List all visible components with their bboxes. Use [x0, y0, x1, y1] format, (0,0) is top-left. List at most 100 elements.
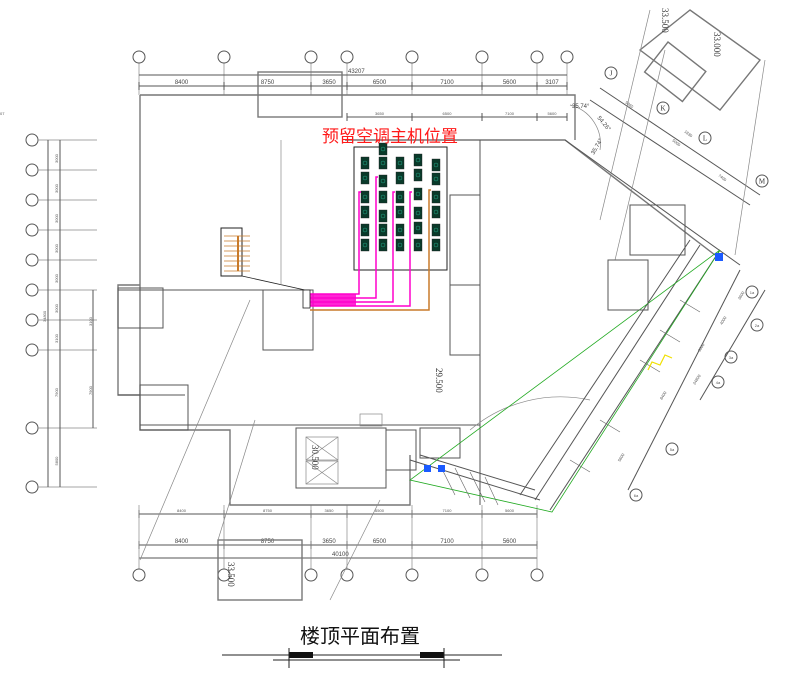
- ac-unit-fan: [415, 242, 421, 248]
- grid-axis-bubble: [25, 343, 39, 357]
- grid-axis-bubble: [698, 131, 712, 145]
- ac-unit: [395, 190, 405, 204]
- dimension-line: [599, 87, 761, 196]
- bottom-inner-dimension: 6500: [375, 508, 385, 513]
- diagonal-dimension: 7400: [717, 173, 728, 183]
- ac-unit: [360, 205, 370, 219]
- left-dimension: 3000: [54, 273, 59, 283]
- grid-axis-bubble: [656, 101, 670, 115]
- left-dimension: 5800: [54, 456, 59, 466]
- elevation-label: 33.000: [712, 32, 722, 57]
- diagonal-dimension: 1830: [683, 129, 694, 139]
- refrigerant-pipe: [310, 191, 361, 295]
- left-dimension: 3000: [54, 303, 59, 313]
- dimension-line: [627, 269, 741, 491]
- grid-axis-bubble: [25, 283, 39, 297]
- ac-unit-fan: [397, 160, 403, 166]
- ac-unit: [360, 238, 370, 252]
- grid-axis-bubble: [25, 223, 39, 237]
- ac-unit: [360, 190, 370, 204]
- ac-unit-fan: [433, 162, 439, 168]
- top-inner-dimension: 3107: [0, 111, 5, 116]
- pipe-shaft: [302, 289, 311, 309]
- ac-unit-fan: [380, 160, 386, 166]
- left-total-dimension: 34800: [42, 310, 47, 322]
- ac-unit-fan: [415, 225, 421, 231]
- grid-axis-bubble: [604, 66, 618, 80]
- grid-axis-bubble: [25, 480, 39, 494]
- bottom-dimension: 5600: [503, 539, 517, 545]
- ac-units: [360, 142, 441, 252]
- right-dimension: 5600: [617, 452, 626, 463]
- grid-axis-bubble: [25, 133, 39, 147]
- ac-unit-fan: [415, 210, 421, 216]
- grid-axis-label: M: [759, 178, 766, 186]
- grid-axis-label: 5a: [670, 447, 675, 452]
- top-total-dimension: 43207: [348, 69, 365, 75]
- ac-unit-fan: [362, 227, 368, 233]
- ac-unit: [431, 172, 441, 186]
- ac-unit-fan: [433, 194, 439, 200]
- ac-unit: [378, 156, 388, 170]
- left-dimension: 3000: [54, 243, 59, 253]
- grid-axis-bubble: [530, 568, 544, 582]
- left-dimension: 7900: [54, 387, 59, 397]
- diagonal-dimension: 5000: [671, 138, 682, 148]
- refrigerant-pipes: [302, 176, 431, 311]
- bottom-dimension: 6500: [373, 539, 387, 545]
- top-dimension: 6500: [373, 80, 387, 86]
- dimension-line: [699, 289, 766, 401]
- top-dimension: 8400: [175, 80, 189, 86]
- ac-unit: [395, 171, 405, 185]
- bottom-dimension: 3650: [322, 539, 336, 545]
- ac-unit: [378, 209, 388, 223]
- refrigerant-pipe: [310, 191, 412, 307]
- grid-axis-label: 2a: [755, 323, 760, 328]
- grid-axis-bubble: [304, 50, 318, 64]
- ac-unit: [378, 142, 388, 156]
- drawing-title: 楼顶平面布置: [300, 624, 420, 648]
- ac-unit-fan: [380, 227, 386, 233]
- ac-unit-fan: [380, 213, 386, 219]
- elevation-label: 33.500: [660, 8, 670, 33]
- ac-unit: [431, 223, 441, 237]
- ac-unit-fan: [380, 194, 386, 200]
- right-dimension: 8400: [659, 390, 668, 401]
- elevation-label: 30.500: [310, 445, 320, 470]
- left-dimension: 3000: [54, 213, 59, 223]
- bottom-inner-dimension: 5600: [505, 508, 515, 513]
- bottom-total-dimension: 40100: [332, 552, 349, 558]
- angle-label: 35.74°: [591, 137, 605, 156]
- ac-unit: [431, 205, 441, 219]
- grid-axis-bubble: [25, 313, 39, 327]
- grid-axis-label: L: [703, 135, 707, 143]
- grid-axis-bubble: [405, 568, 419, 582]
- bottom-inner-dimension: 3650: [325, 508, 335, 513]
- right-dimension: 3600: [737, 290, 746, 301]
- top-dimension: 5600: [503, 80, 517, 86]
- ac-unit: [431, 238, 441, 252]
- refrigerant-pipe: [310, 189, 431, 311]
- grid-axis-bubble: [340, 50, 354, 64]
- ac-unit-fan: [362, 194, 368, 200]
- top-inner-dimension: 6500: [443, 111, 453, 116]
- bottom-inner-dimension: 7100: [443, 508, 453, 513]
- elevation-markers: 33.500 33.000 29.500 30.500 33.500: [226, 8, 722, 587]
- grid-axis-bubble: [132, 568, 146, 582]
- top-inner-dimension: 3650: [375, 111, 385, 116]
- right-dimension: 3000: [697, 342, 706, 353]
- ac-unit: [413, 187, 423, 201]
- grid-axis-bubble: [405, 50, 419, 64]
- grid-axis-label: 3a: [729, 355, 734, 360]
- grid-axis-bubble: [745, 285, 759, 299]
- ac-unit-fan: [362, 242, 368, 248]
- bottom-dimension: 8400: [175, 539, 189, 545]
- top-dimension: 7100: [440, 80, 454, 86]
- grid-axis-label: J: [610, 70, 613, 78]
- ac-unit: [378, 223, 388, 237]
- left-dimension: 3000: [54, 183, 59, 193]
- grid-axis-bubble: [132, 50, 146, 64]
- ac-unit-fan: [380, 178, 386, 184]
- ac-unit: [378, 190, 388, 204]
